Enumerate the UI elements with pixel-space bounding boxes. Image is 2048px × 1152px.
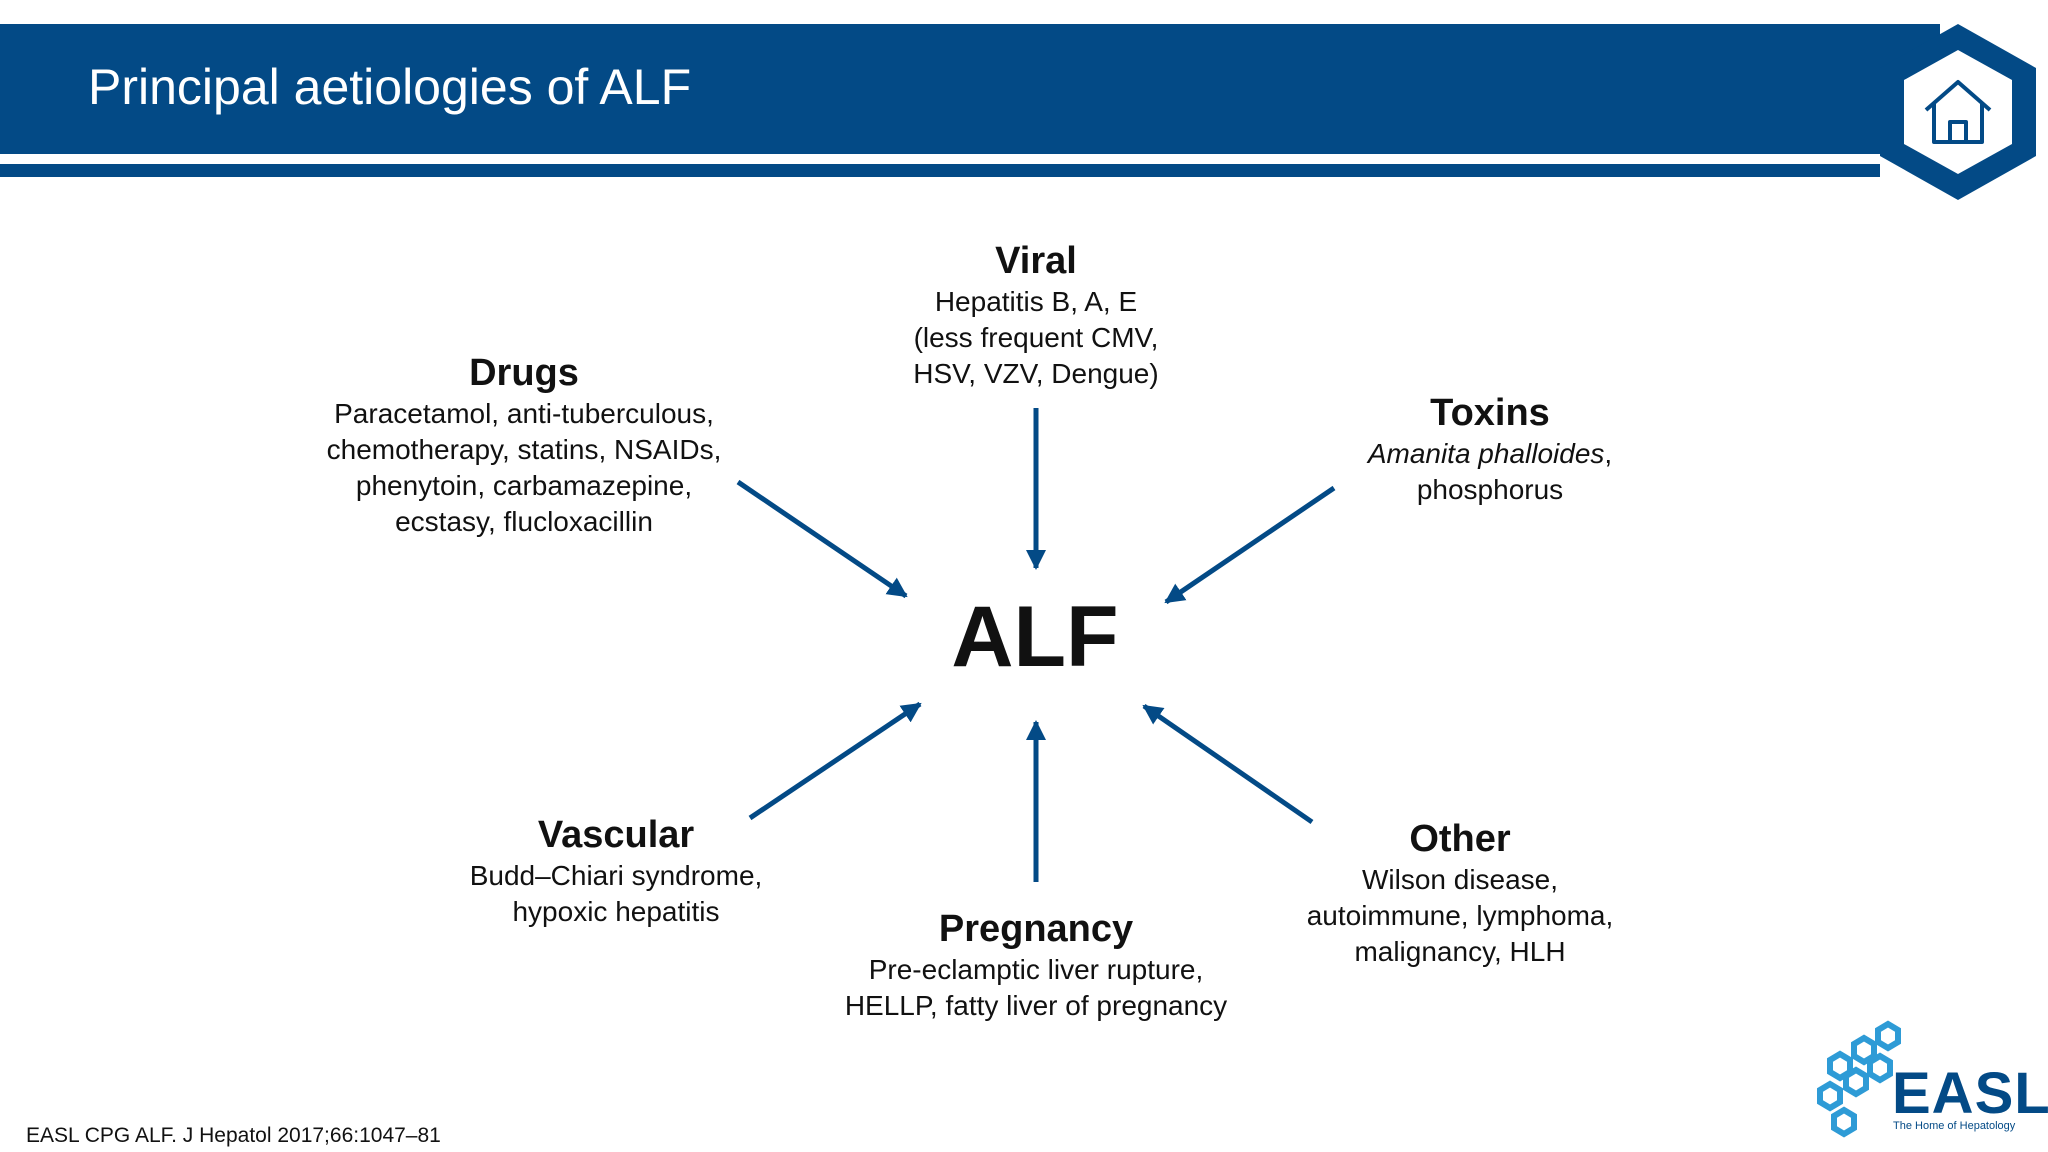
node-vascular: Vascular Budd–Chiari syndrome, hypoxic h… (436, 812, 796, 930)
node-drugs: Drugs Paracetamol, anti-tuberculous, che… (294, 350, 754, 540)
node-pregnancy-line: HELLP, fatty liver of pregnancy (844, 990, 1228, 1021)
arrow-vascular (748, 701, 922, 821)
arrow-drugs (736, 479, 908, 599)
node-toxins-line: phosphorus (1416, 474, 1564, 505)
arrow-toxins (1164, 485, 1336, 605)
node-drugs-line: phenytoin, carbamazepine, (355, 470, 693, 501)
easl-logo-tagline: The Home of Hepatology (1893, 1120, 2016, 1132)
node-pregnancy-title: Pregnancy (938, 908, 1134, 950)
node-vascular-line: Budd–Chiari syndrome, (469, 860, 763, 891)
node-toxins: Toxins Amanita phalloides, phosphorus (1310, 390, 1670, 508)
node-toxins-comma: , (1604, 438, 1613, 469)
node-drugs-title: Drugs (469, 352, 579, 394)
node-pregnancy: Pregnancy Pre-eclamptic liver rupture, H… (806, 906, 1266, 1024)
node-viral-title: Viral (995, 240, 1077, 282)
header-stripe (0, 164, 1880, 177)
home-icon (1924, 80, 1992, 144)
citation: EASL CPG ALF. J Hepatol 2017;66:1047–81 (26, 1124, 441, 1147)
node-toxins-species: Amanita phalloides (1367, 438, 1605, 469)
home-button[interactable] (1874, 20, 2042, 204)
node-other-line: autoimmune, lymphoma, (1306, 900, 1614, 931)
slide-title: Principal aetiologies of ALF (88, 59, 692, 115)
node-other-title: Other (1409, 818, 1511, 860)
node-vascular-title: Vascular (537, 814, 695, 856)
node-viral-line: (less frequent CMV, (913, 322, 1159, 353)
center-label-alf: ALF (951, 589, 1119, 685)
node-toxins-title: Toxins (1430, 392, 1550, 434)
arrow-other (1142, 703, 1314, 825)
node-vascular-line: hypoxic hepatitis (512, 896, 720, 927)
node-drugs-line: chemotherapy, statins, NSAIDs, (326, 434, 722, 465)
node-viral-line: HSV, VZV, Dengue) (913, 358, 1159, 389)
node-drugs-line: ecstasy, flucloxacillin (395, 506, 653, 537)
header-bar (0, 24, 1940, 154)
node-other-line: Wilson disease, (1361, 864, 1559, 895)
easl-logo-text: EASL (1892, 1061, 2048, 1126)
node-viral: Viral Hepatitis B, A, E (less frequent C… (856, 238, 1216, 392)
node-drugs-line: Paracetamol, anti-tuberculous, (334, 398, 714, 429)
node-toxins-line: Amanita phalloides, (1310, 436, 1670, 472)
node-pregnancy-line: Pre-eclamptic liver rupture, (868, 954, 1204, 985)
easl-logo-icon (1817, 1020, 1901, 1138)
node-viral-line: Hepatitis B, A, E (934, 286, 1138, 317)
node-other-line: malignancy, HLH (1354, 936, 1566, 967)
node-other: Other Wilson disease, autoimmune, lympho… (1270, 816, 1650, 970)
